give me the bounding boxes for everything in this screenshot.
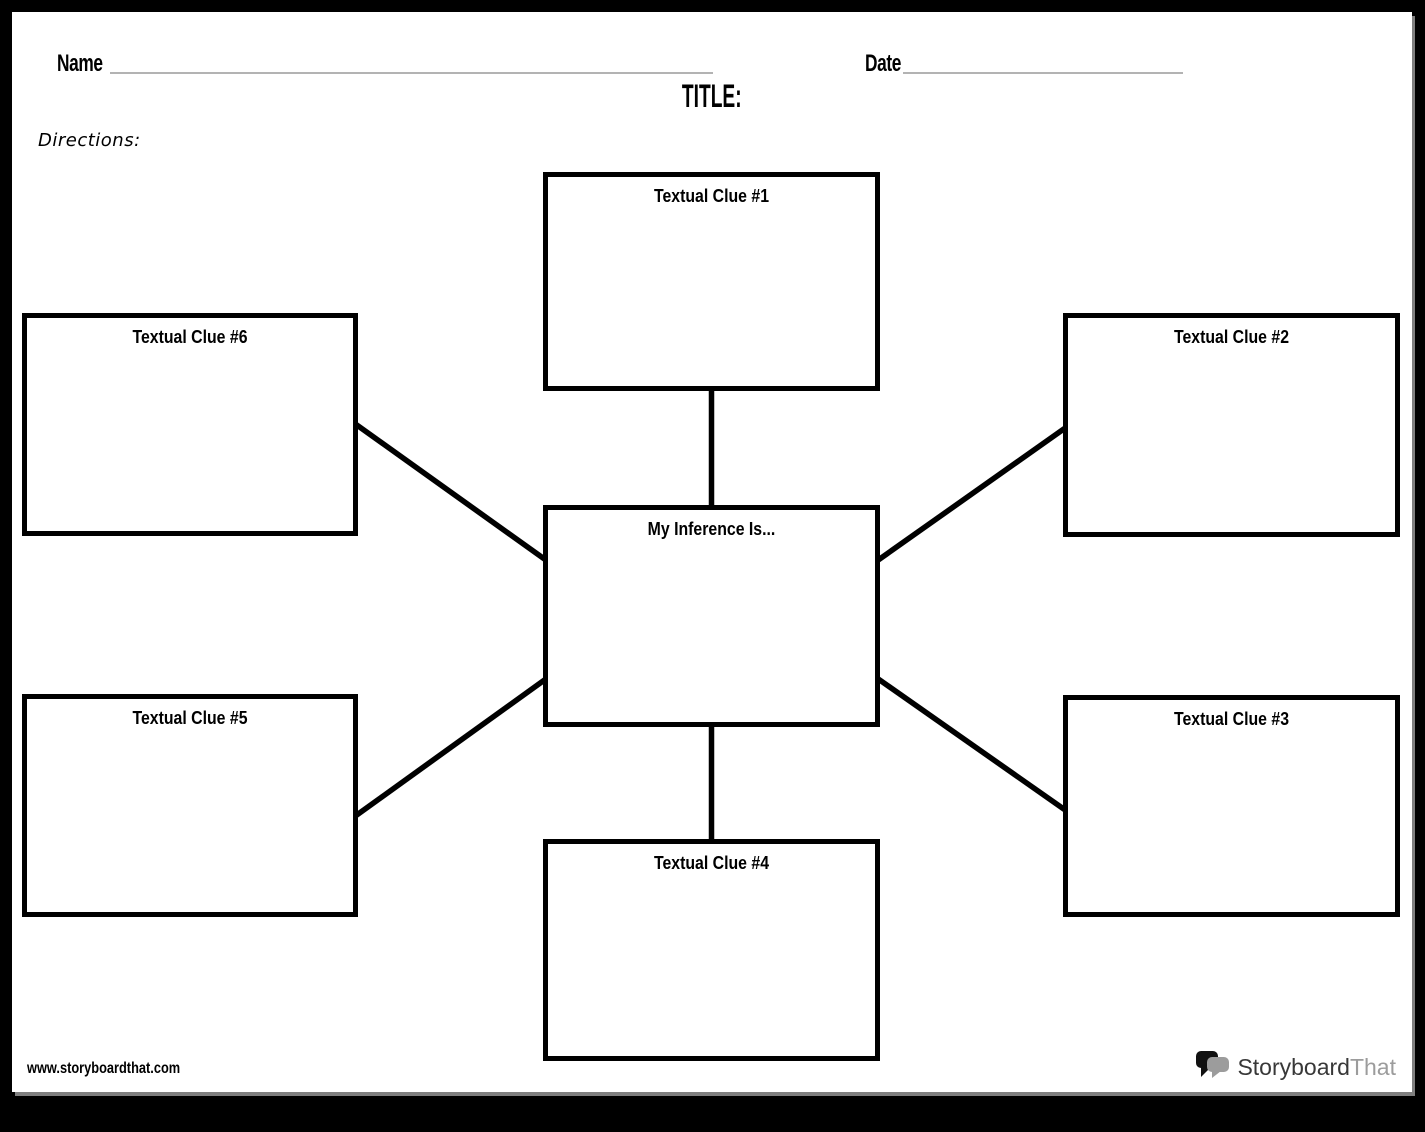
clue-box-1-label: Textual Clue #1 [653,186,770,206]
date-input-line[interactable] [903,56,1183,74]
worksheet-page: Name Date TITLE: Directions: Textual Clu… [12,12,1412,1092]
connector-center-to-clue3 [872,673,1070,815]
clue-box-6[interactable]: Textual Clue #6 [22,313,358,536]
connector-center-to-clue2 [872,423,1070,566]
website-url: www.storyboardthat.com [27,1060,181,1077]
directions-label: Directions: [38,130,141,151]
clue-box-4-label: Textual Clue #4 [653,853,770,873]
logo-text-primary: Storyboard [1237,1054,1350,1080]
logo-text: StoryboardThat [1237,1054,1396,1081]
clue-box-6-writing-area[interactable] [27,352,353,531]
connector-center-to-clue6 [352,420,552,566]
clue-box-5-label: Textual Clue #5 [132,708,248,728]
date-label: Date [865,50,902,77]
clue-box-3-writing-area[interactable] [1068,734,1395,912]
clue-box-1[interactable]: Textual Clue #1 [543,172,880,391]
clue-box-3[interactable]: Textual Clue #3 [1063,695,1400,917]
inference-center-box-writing-area[interactable] [548,544,875,722]
name-label: Name [57,50,103,77]
page-title-text: TITLE: [682,78,742,114]
clue-box-1-writing-area[interactable] [548,211,875,386]
clue-box-5-writing-area[interactable] [27,733,353,912]
page-title: TITLE: [12,78,1412,115]
clue-box-4-writing-area[interactable] [548,878,875,1056]
clue-box-2-writing-area[interactable] [1068,352,1395,532]
inference-center-box[interactable]: My Inference Is... [543,505,880,727]
speech-bubbles-icon [1195,1050,1231,1085]
connector-lines [352,384,1070,846]
name-input-line[interactable] [110,56,713,74]
inference-center-box-label: My Inference Is... [647,519,776,539]
clue-box-3-label: Textual Clue #3 [1173,709,1290,729]
clue-box-2-label: Textual Clue #2 [1173,327,1290,347]
clue-box-2[interactable]: Textual Clue #2 [1063,313,1400,537]
storyboardthat-logo: StoryboardThat [1195,1050,1396,1085]
clue-box-6-label: Textual Clue #6 [132,327,248,347]
clue-box-4[interactable]: Textual Clue #4 [543,839,880,1061]
connector-center-to-clue5 [352,673,552,820]
clue-box-5[interactable]: Textual Clue #5 [22,694,358,917]
logo-text-secondary: That [1349,1054,1396,1080]
